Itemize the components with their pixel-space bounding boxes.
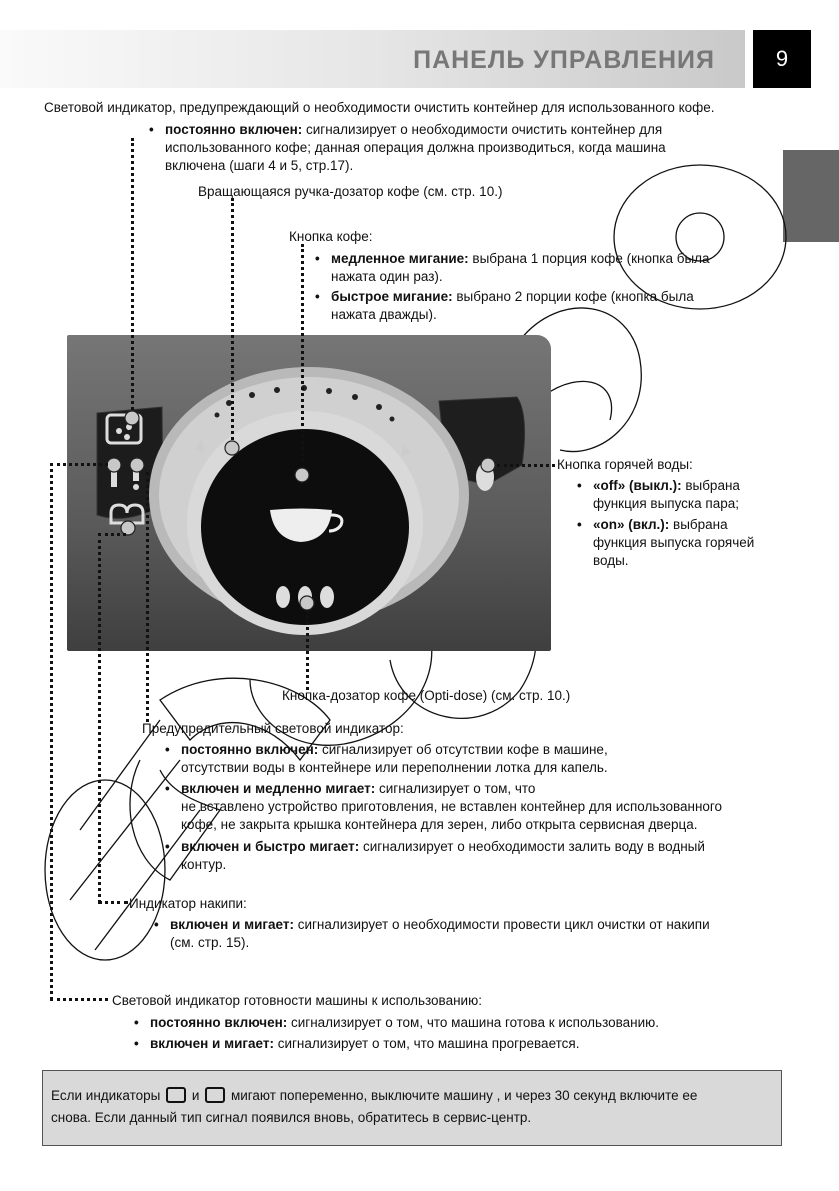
clean-bullet-bold: постоянно включен:	[165, 122, 302, 137]
warning-title: Предупредительный световой индикатор:	[142, 720, 404, 738]
leader-ready-top	[50, 463, 108, 466]
side-tab	[783, 150, 839, 242]
hot-water-off-text2: функция выпуска пара;	[593, 496, 739, 511]
control-panel-drawing	[67, 335, 551, 651]
descale-text1: сигнализирует о необходимости провести ц…	[294, 917, 710, 932]
coffee-slow-text2: нажата один раз).	[331, 269, 443, 284]
hot-water-on-text1: выбрана	[669, 517, 727, 532]
coffee-slow-bullet: медленное мигание: выбрана 1 порция кофе…	[331, 250, 761, 286]
leader-descale	[98, 533, 101, 903]
page-title: ПАНЕЛЬ УПРАВЛЕНИЯ	[413, 46, 715, 75]
hot-water-off-bold: «off» (выкл.):	[593, 478, 682, 493]
coffee-fast-text1: выбрано 2 порции кофе (кнопка была	[453, 289, 694, 304]
warning-b2-text2: не вставлено устройство приготовления, н…	[181, 799, 722, 814]
hot-water-on-bullet: «on» (вкл.): выбрана функция выпуска гор…	[593, 516, 803, 570]
note-text-1: Если индикаторы	[51, 1088, 160, 1103]
hot-water-title: Кнопка горячей воды:	[557, 456, 693, 474]
leader-water	[497, 464, 555, 467]
clean-bullet-text1: сигнализирует о необходимости очистить к…	[302, 122, 662, 137]
warning-b2-text1: сигнализирует о том, что	[375, 781, 535, 796]
note-text-3: мигают попеременно, выключите машину , и…	[231, 1088, 697, 1103]
ready-bullet-1: постоянно включен: сигнализирует о том, …	[150, 1014, 770, 1032]
dosing-knob-label: Вращающаяся ручка-дозатор кофе (см. стр.…	[198, 183, 502, 201]
warning-b3-text2: контур.	[181, 857, 226, 872]
warning-bullet-2: включен и медленно мигает: сигнализирует…	[181, 780, 791, 834]
leader-knob	[231, 198, 234, 440]
leader-optidose	[306, 610, 309, 690]
clean-indicator-title: Световой индикатор, предупреждающий о не…	[44, 99, 715, 117]
leader-warning	[146, 472, 149, 722]
clean-indicator-bullet: постоянно включен: сигнализирует о необх…	[165, 121, 765, 175]
note-box: Если индикаторы и мигают попеременно, вы…	[42, 1070, 782, 1146]
warning-b2-text3: кофе, не закрыта крышка контейнера для з…	[181, 817, 697, 832]
ready-bullet-2: включен и мигает: сигнализирует о том, ч…	[150, 1035, 770, 1053]
descale-text2: (см. стр. 15).	[170, 935, 249, 950]
hot-water-on-bold: «on» (вкл.):	[593, 517, 669, 532]
descale-bold: включен и мигает:	[170, 917, 294, 932]
hot-water-on-text2: функция выпуска горячей	[593, 535, 754, 550]
page-number: 9	[753, 30, 811, 88]
ready-b2-text: сигнализирует о том, что машина прогрева…	[274, 1036, 580, 1051]
warning-bullet-3: включен и быстро мигает: сигнализирует о…	[181, 838, 781, 874]
note-text: Если индикаторы и мигают попеременно, вы…	[51, 1085, 781, 1129]
warning-b1-text1: сигнализирует об отсутствии кофе в машин…	[318, 742, 607, 757]
clean-bullet-text2: использованного кофе; данная операция до…	[165, 140, 666, 155]
descale-bullet: включен и мигает: сигнализирует о необхо…	[170, 916, 780, 952]
warning-b1-text2: отсутствии воды в контейнере или перепол…	[181, 760, 608, 775]
warning-b2-bold: включен и медленно мигает:	[181, 781, 375, 796]
warning-b1-bold: постоянно включен:	[181, 742, 318, 757]
grounds-container-icon	[205, 1087, 225, 1103]
leader-ready	[50, 463, 53, 1000]
descale-indicator-icon	[166, 1087, 186, 1103]
ready-title: Световой индикатор готовности машины к и…	[112, 992, 482, 1010]
warning-b3-text1: сигнализирует о необходимости залить вод…	[359, 839, 705, 854]
hot-water-off-text1: выбрана	[682, 478, 740, 493]
page-header: ПАНЕЛЬ УПРАВЛЕНИЯ	[0, 30, 745, 88]
ready-b1-text: сигнализирует о том, что машина готова к…	[287, 1015, 659, 1030]
note-text-2: и	[192, 1088, 200, 1103]
coffee-fast-text2: нажата дважды).	[331, 307, 437, 322]
coffee-slow-text1: выбрана 1 порция кофе (кнопка была	[469, 251, 710, 266]
leader-descale-top	[98, 533, 126, 536]
leader-ready-bottom	[50, 998, 108, 1001]
opti-dose-label: Кнопка-дозатор кофе (Opti-dose) (см. стр…	[282, 687, 570, 705]
clean-bullet-text3: включена (шаги 4 и 5, стр.17).	[165, 158, 353, 173]
ready-b2-bold: включен и мигает:	[150, 1036, 274, 1051]
leader-descale-bottom	[98, 901, 128, 904]
warning-b3-bold: включен и быстро мигает:	[181, 839, 359, 854]
descale-title: Индикатор накипи:	[129, 895, 247, 913]
coffee-fast-bullet: быстрое мигание: выбрано 2 порции кофе (…	[331, 288, 761, 324]
control-panel-photo	[67, 335, 551, 651]
ready-b1-bold: постоянно включен:	[150, 1015, 287, 1030]
coffee-slow-bold: медленное мигание:	[331, 251, 469, 266]
coffee-fast-bold: быстрое мигание:	[331, 289, 453, 304]
leader-coffee	[301, 244, 304, 468]
leader-clean	[131, 138, 134, 410]
warning-bullet-1: постоянно включен: сигнализирует об отсу…	[181, 741, 781, 777]
hot-water-on-text3: воды.	[593, 553, 629, 568]
hot-water-off-bullet: «off» (выкл.): выбрана функция выпуска п…	[593, 477, 803, 513]
note-text-4: снова. Если данный тип сигнал появился в…	[51, 1110, 531, 1125]
